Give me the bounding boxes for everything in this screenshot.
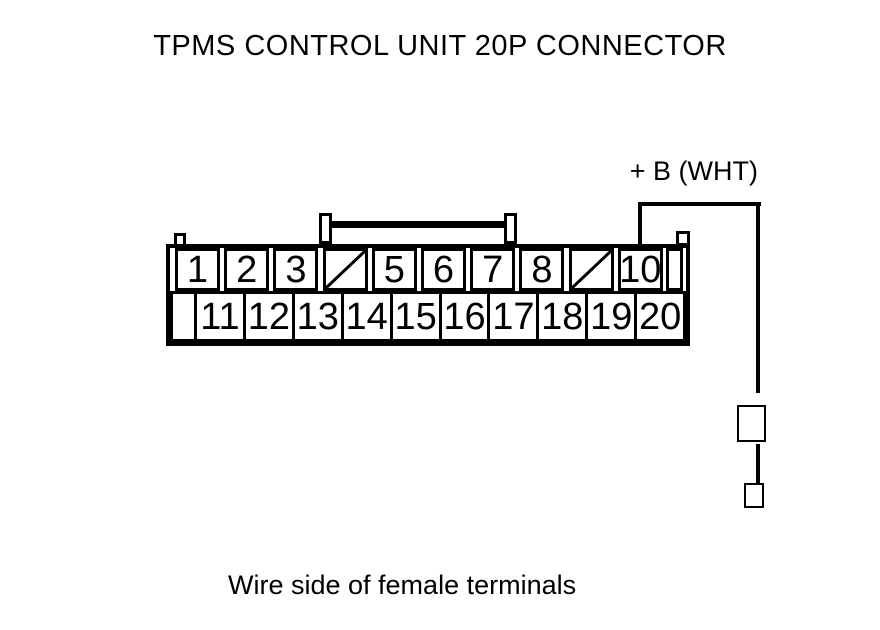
- end-slot-top-right: [666, 248, 683, 291]
- pin-7: 7: [470, 248, 516, 291]
- pin-1: 1: [175, 248, 220, 291]
- pin-15: 15: [393, 294, 442, 339]
- pin-10: 10: [617, 248, 663, 291]
- no-pin-slash-icon: [326, 251, 365, 288]
- pin-slot-blocked: [322, 248, 368, 291]
- pin-5: 5: [371, 248, 417, 291]
- latch-post-left: [319, 213, 332, 244]
- no-pin-slash-icon: [572, 251, 611, 288]
- pin-19: 19: [588, 294, 638, 339]
- pin-18: 18: [539, 294, 589, 339]
- pin-14: 14: [344, 294, 393, 339]
- pin-2: 2: [224, 248, 270, 291]
- terminal-symbol-lower: [744, 483, 764, 508]
- pin-8: 8: [519, 248, 565, 291]
- pin-12: 12: [246, 294, 295, 339]
- wire-segment-horizontal: [638, 202, 761, 206]
- wire-segment-vertical-lower: [756, 444, 760, 483]
- pin-6: 6: [421, 248, 466, 291]
- pin-13: 13: [295, 294, 344, 339]
- wire-segment-vertical-right: [756, 202, 760, 393]
- latch-bar: [331, 221, 505, 228]
- pin-11: 11: [197, 294, 246, 339]
- end-slot-bottom-left: [173, 294, 197, 339]
- connector-shell: [166, 244, 690, 346]
- pin-16: 16: [442, 294, 491, 339]
- terminal-symbol-upper: [737, 405, 766, 442]
- latch-post-right: [504, 213, 517, 244]
- pin-slot-blocked: [568, 248, 614, 291]
- wire-label: + B (WHT): [629, 156, 758, 186]
- pin-17: 17: [490, 294, 540, 339]
- pin-20: 20: [638, 295, 682, 338]
- wire-segment-vertical-from-pin10: [638, 202, 642, 246]
- page-title: TPMS CONTROL UNIT 20P CONNECTOR: [153, 30, 727, 62]
- pin-3: 3: [273, 248, 319, 291]
- diagram-caption: Wire side of female terminals: [228, 570, 577, 600]
